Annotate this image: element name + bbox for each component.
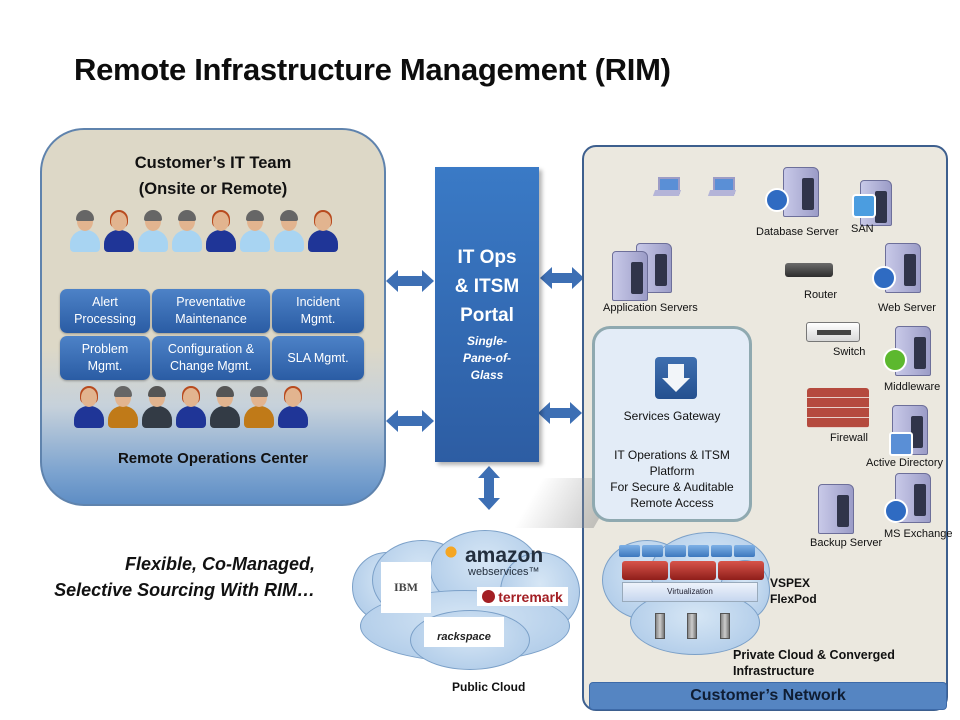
it-ops-itsm-portal: IT Ops & ITSM Portal Single- Pane-of- Gl… bbox=[435, 167, 539, 462]
gateway-description: IT Operations & ITSM Platform For Secure… bbox=[610, 448, 734, 510]
private-cloud-label: Private Cloud & Converged Infrastructure bbox=[733, 648, 895, 678]
san-icon bbox=[860, 180, 892, 226]
person-icon bbox=[208, 386, 242, 428]
rackspace-logo: rackspace bbox=[424, 617, 504, 647]
database-server-label: Database Server bbox=[756, 226, 839, 238]
person-icon bbox=[106, 386, 140, 428]
services-gateway-box: Services Gateway IT Operations & ITSM Pl… bbox=[592, 326, 752, 522]
application-servers-label: Application Servers bbox=[603, 302, 698, 314]
person-icon bbox=[72, 386, 106, 428]
laptop-icon bbox=[654, 177, 680, 197]
public-cloud-label: Public Cloud bbox=[452, 680, 526, 694]
service-sla-mgmt: SLA Mgmt. bbox=[272, 336, 364, 380]
tagline-line-2: Selective Sourcing With RIM… bbox=[54, 580, 315, 600]
router-label: Router bbox=[804, 289, 838, 301]
database-server-icon bbox=[783, 167, 819, 217]
middleware-label: Middleware bbox=[884, 381, 941, 393]
page-title: Remote Infrastructure Management (RIM) bbox=[74, 52, 671, 87]
customer-it-team-panel: Customer’s IT Team (Onsite or Remote) Al… bbox=[40, 128, 386, 506]
ms-exchange-label: MS Exchange bbox=[884, 528, 953, 540]
service-config-change-mgmt: Configuration &Change Mgmt. bbox=[152, 336, 270, 380]
switch-icon bbox=[806, 322, 860, 342]
san-label: SAN bbox=[851, 223, 874, 235]
person-icon bbox=[68, 210, 102, 252]
tagline: Flexible, Co-Managed, Selective Sourcing… bbox=[54, 551, 315, 603]
double-arrow-icon bbox=[386, 270, 434, 292]
portal-title: IT Ops & ITSM Portal bbox=[454, 247, 520, 326]
blade-row-blue bbox=[619, 545, 755, 557]
person-icon bbox=[272, 210, 306, 252]
person-icon bbox=[238, 210, 272, 252]
person-icon bbox=[276, 386, 310, 428]
person-icon bbox=[242, 386, 276, 428]
customer-network-bar: Customer’s Network bbox=[589, 682, 947, 710]
rack-icon bbox=[655, 613, 665, 639]
it-team-heading: Customer’s IT Team (Onsite or Remote) bbox=[42, 150, 384, 202]
rack-icon bbox=[687, 613, 697, 639]
backup-server-label: Backup Server bbox=[810, 537, 883, 549]
vertical-double-arrow-icon bbox=[478, 466, 500, 510]
upload-arrow-icon bbox=[883, 348, 907, 372]
double-arrow-icon bbox=[538, 402, 582, 424]
mail-icon bbox=[884, 499, 908, 523]
database-icon bbox=[765, 188, 789, 212]
active-directory-label: Active Directory bbox=[866, 457, 944, 469]
portal-subtitle: Single- Pane-of- Glass bbox=[463, 334, 511, 382]
it-team-people bbox=[68, 210, 358, 252]
double-arrow-icon bbox=[540, 267, 584, 289]
ibm-logo: IBM bbox=[381, 562, 431, 613]
firewall-icon bbox=[807, 388, 869, 428]
services-gateway-label: Services Gateway bbox=[623, 409, 721, 423]
download-arrow-icon bbox=[655, 357, 697, 399]
firewall-label: Firewall bbox=[830, 432, 868, 444]
person-icon bbox=[174, 386, 208, 428]
san-storage-icon bbox=[852, 194, 876, 218]
person-icon bbox=[306, 210, 340, 252]
blade-row-red bbox=[622, 561, 764, 580]
double-arrow-icon bbox=[386, 410, 434, 432]
person-icon bbox=[170, 210, 204, 252]
person-icon bbox=[102, 210, 136, 252]
person-icon bbox=[204, 210, 238, 252]
it-team-subtitle: (Onsite or Remote) bbox=[138, 180, 288, 198]
web-server-label: Web Server bbox=[878, 302, 936, 314]
monitor-icon bbox=[889, 432, 913, 456]
aws-logo-sub: webservices™ bbox=[468, 566, 540, 578]
person-icon bbox=[136, 210, 170, 252]
backup-server-icon bbox=[818, 484, 854, 534]
switch-label: Switch bbox=[833, 346, 866, 358]
rack-icon bbox=[720, 613, 730, 639]
person-icon bbox=[140, 386, 174, 428]
remote-operations-center-label: Remote Operations Center bbox=[117, 450, 309, 467]
router-icon bbox=[785, 263, 833, 277]
tagline-line-1: Flexible, Co-Managed, bbox=[124, 554, 315, 574]
application-server-icon bbox=[612, 251, 648, 301]
roc-people bbox=[72, 386, 362, 428]
amazon-logo: amazon bbox=[465, 544, 544, 567]
it-team-title: Customer’s IT Team bbox=[134, 154, 292, 172]
globe-icon bbox=[872, 266, 896, 290]
virtualization-layer: Virtualization bbox=[622, 582, 758, 602]
terremark-logo: terremark bbox=[477, 587, 568, 606]
laptop-icon bbox=[709, 177, 735, 197]
vspex-flexpod-label: VSPEX FlexPod bbox=[770, 576, 817, 606]
